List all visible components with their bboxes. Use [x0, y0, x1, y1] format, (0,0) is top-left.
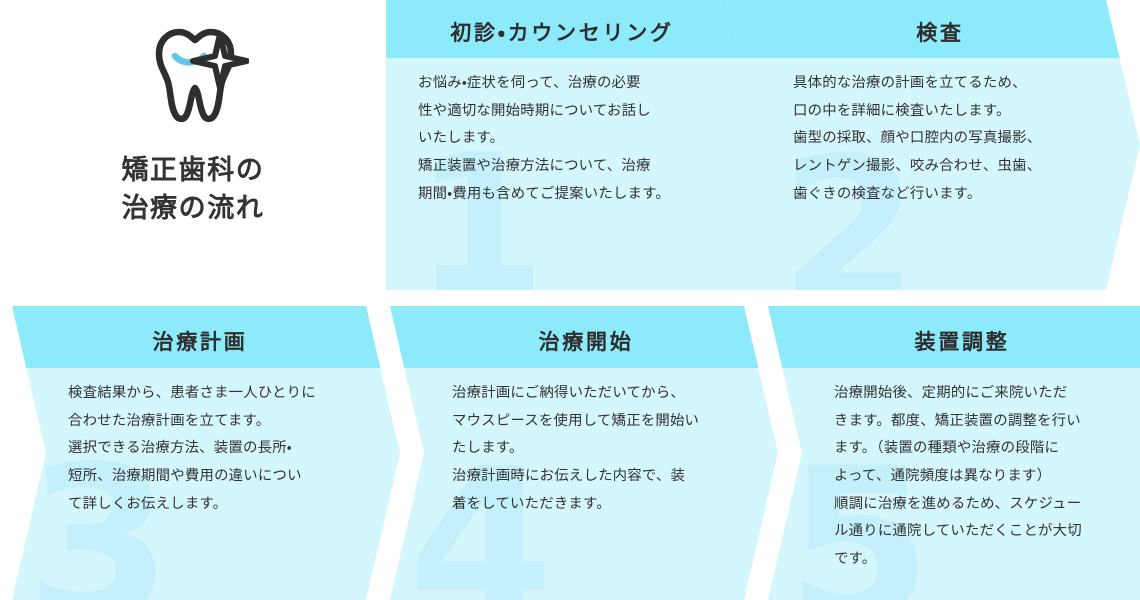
step-4-line-1: 治療計画にご納得いただいてから、 [452, 385, 685, 401]
step-3-heading: 治療計画 [152, 330, 248, 354]
step-1-heading: 初診・カウンセリング [450, 21, 674, 45]
step-4-heading: 治療開始 [538, 330, 634, 354]
step-2-line-2: 口の中を詳細に検査いたします。 [793, 102, 1011, 119]
step-2-shape: 2 [720, 0, 1140, 290]
flow-title-block: 矯正歯科の 治療の流れ [0, 0, 386, 290]
step-4-shape: 4 [390, 306, 778, 600]
step-2-line-1: 具体的な治療の計画を立てるため、 [793, 75, 1027, 91]
step-3-line-3: 選択できる治療方法、装置の長所・ [68, 440, 292, 457]
page-title-line-2: 治療の流れ [121, 193, 265, 225]
step-3-line-2: 合わせた治療計画を立てます。 [68, 412, 271, 429]
step-5-line-7: です。 [834, 550, 877, 567]
step-2-heading: 検査 [916, 21, 964, 45]
step-1-line-2: 性や適切な開始時期についてお話し [418, 102, 651, 119]
step-2-line-3: 歯型の採取、顔や口腔内の写真撮影、 [793, 130, 1042, 147]
step-2-body: 具体的な治療の計画を立てるため、 口の中を詳細に検査いたします。 歯型の採取、顔… [793, 70, 1099, 208]
step-5-line-5: 順調に治療を進めるため、スケジュー [834, 495, 1082, 512]
step-5-watermark: 5 [786, 423, 932, 600]
step-4-line-2: マウスピースを使用して矯正を開始い [452, 412, 700, 429]
step-2-line-5: 歯ぐきの検査など行います。 [793, 185, 982, 202]
step-3-shape: 3 [12, 306, 400, 600]
step-5-line-6: ル通りに通院していただくことが大切 [834, 523, 1082, 540]
step-3-line-4: 短所、治療期間や費用の違いについ [68, 467, 302, 484]
step-4-line-3: たします。 [452, 440, 524, 457]
step-1-line-1: お悩み・症状を伺って、治療の必要 [418, 75, 641, 91]
step-5-line-4: よって、通院頻度は異なります） [834, 467, 1052, 484]
step-card-5: 5 装置調整 治療開始後、定期的にご来院いただ きます。都度、矯正装置の調整を行… [756, 306, 1140, 600]
step-2-watermark: 2 [780, 115, 919, 290]
step-1-body: お悩み・症状を伺って、治療の必要 性や適切な開始時期についてお話し いたします。… [418, 70, 718, 208]
step-1-line-4: 矯正装置や治療方法について、治療 [418, 157, 651, 174]
step-5-shape: 5 [768, 306, 1140, 600]
tooth-sparkle-icon [155, 28, 249, 123]
step-5-line-2: きます。都度、矯正装置の調整を行い [834, 412, 1081, 429]
step-5-heading: 装置調整 [914, 330, 1010, 354]
step-1-line-3: いたします。 [418, 130, 505, 147]
step-3-line-1: 検査結果から、患者さま一人ひとりに [68, 385, 316, 401]
step-5-body: 治療開始後、定期的にご来院いただ きます。都度、矯正装置の調整を行い ます。（装… [834, 380, 1126, 574]
step-2-line-4: レントゲン撮影、咬み合わせ、虫歯、 [793, 157, 1042, 174]
step-card-2: 2 検査 具体的な治療の計画を立てるため、 口の中を詳細に検査いたします。 歯型… [720, 0, 1140, 290]
step-4-line-5: 着をしていただきます。 [452, 495, 611, 512]
step-5-line-1: 治療開始後、定期的にご来院いただ [834, 385, 1068, 401]
step-1-watermark: 1 [414, 114, 546, 290]
step-4-body: 治療計画にご納得いただいてから、 マウスピースを使用して矯正を開始い たします。… [452, 380, 746, 518]
step-3-body: 検査結果から、患者さま一人ひとりに 合わせた治療計画を立てます。 選択できる治療… [68, 380, 368, 518]
step-3-watermark: 3 [26, 421, 172, 600]
step-3-line-5: て詳しくお伝えします。 [68, 495, 228, 512]
step-card-3: 3 治療計画 検査結果から、患者さま一人ひとりに 合わせた治療計画を立てます。 … [0, 306, 400, 600]
step-card-4: 4 治療開始 治療計画にご納得いただいてから、 マウスピースを使用して矯正を開始… [378, 306, 778, 600]
step-5-line-3: ます。（装置の種類や治療の段階に [834, 440, 1060, 457]
step-card-1: 1 初診・カウンセリング お悩み・症状を伺って、治療の必要 性や適切な開始時期に… [386, 0, 754, 290]
step-1-shape: 1 [386, 0, 754, 290]
step-4-line-4: 治療計画時にお伝えした内容で、装 [452, 467, 686, 484]
step-1-line-5: 期間・費用も含めてご提案いたします。 [418, 185, 670, 202]
page-title: 矯正歯科の 治療の流れ [121, 152, 264, 229]
step-4-watermark: 4 [408, 423, 554, 600]
page-title-line-1: 矯正歯科の [121, 155, 265, 186]
